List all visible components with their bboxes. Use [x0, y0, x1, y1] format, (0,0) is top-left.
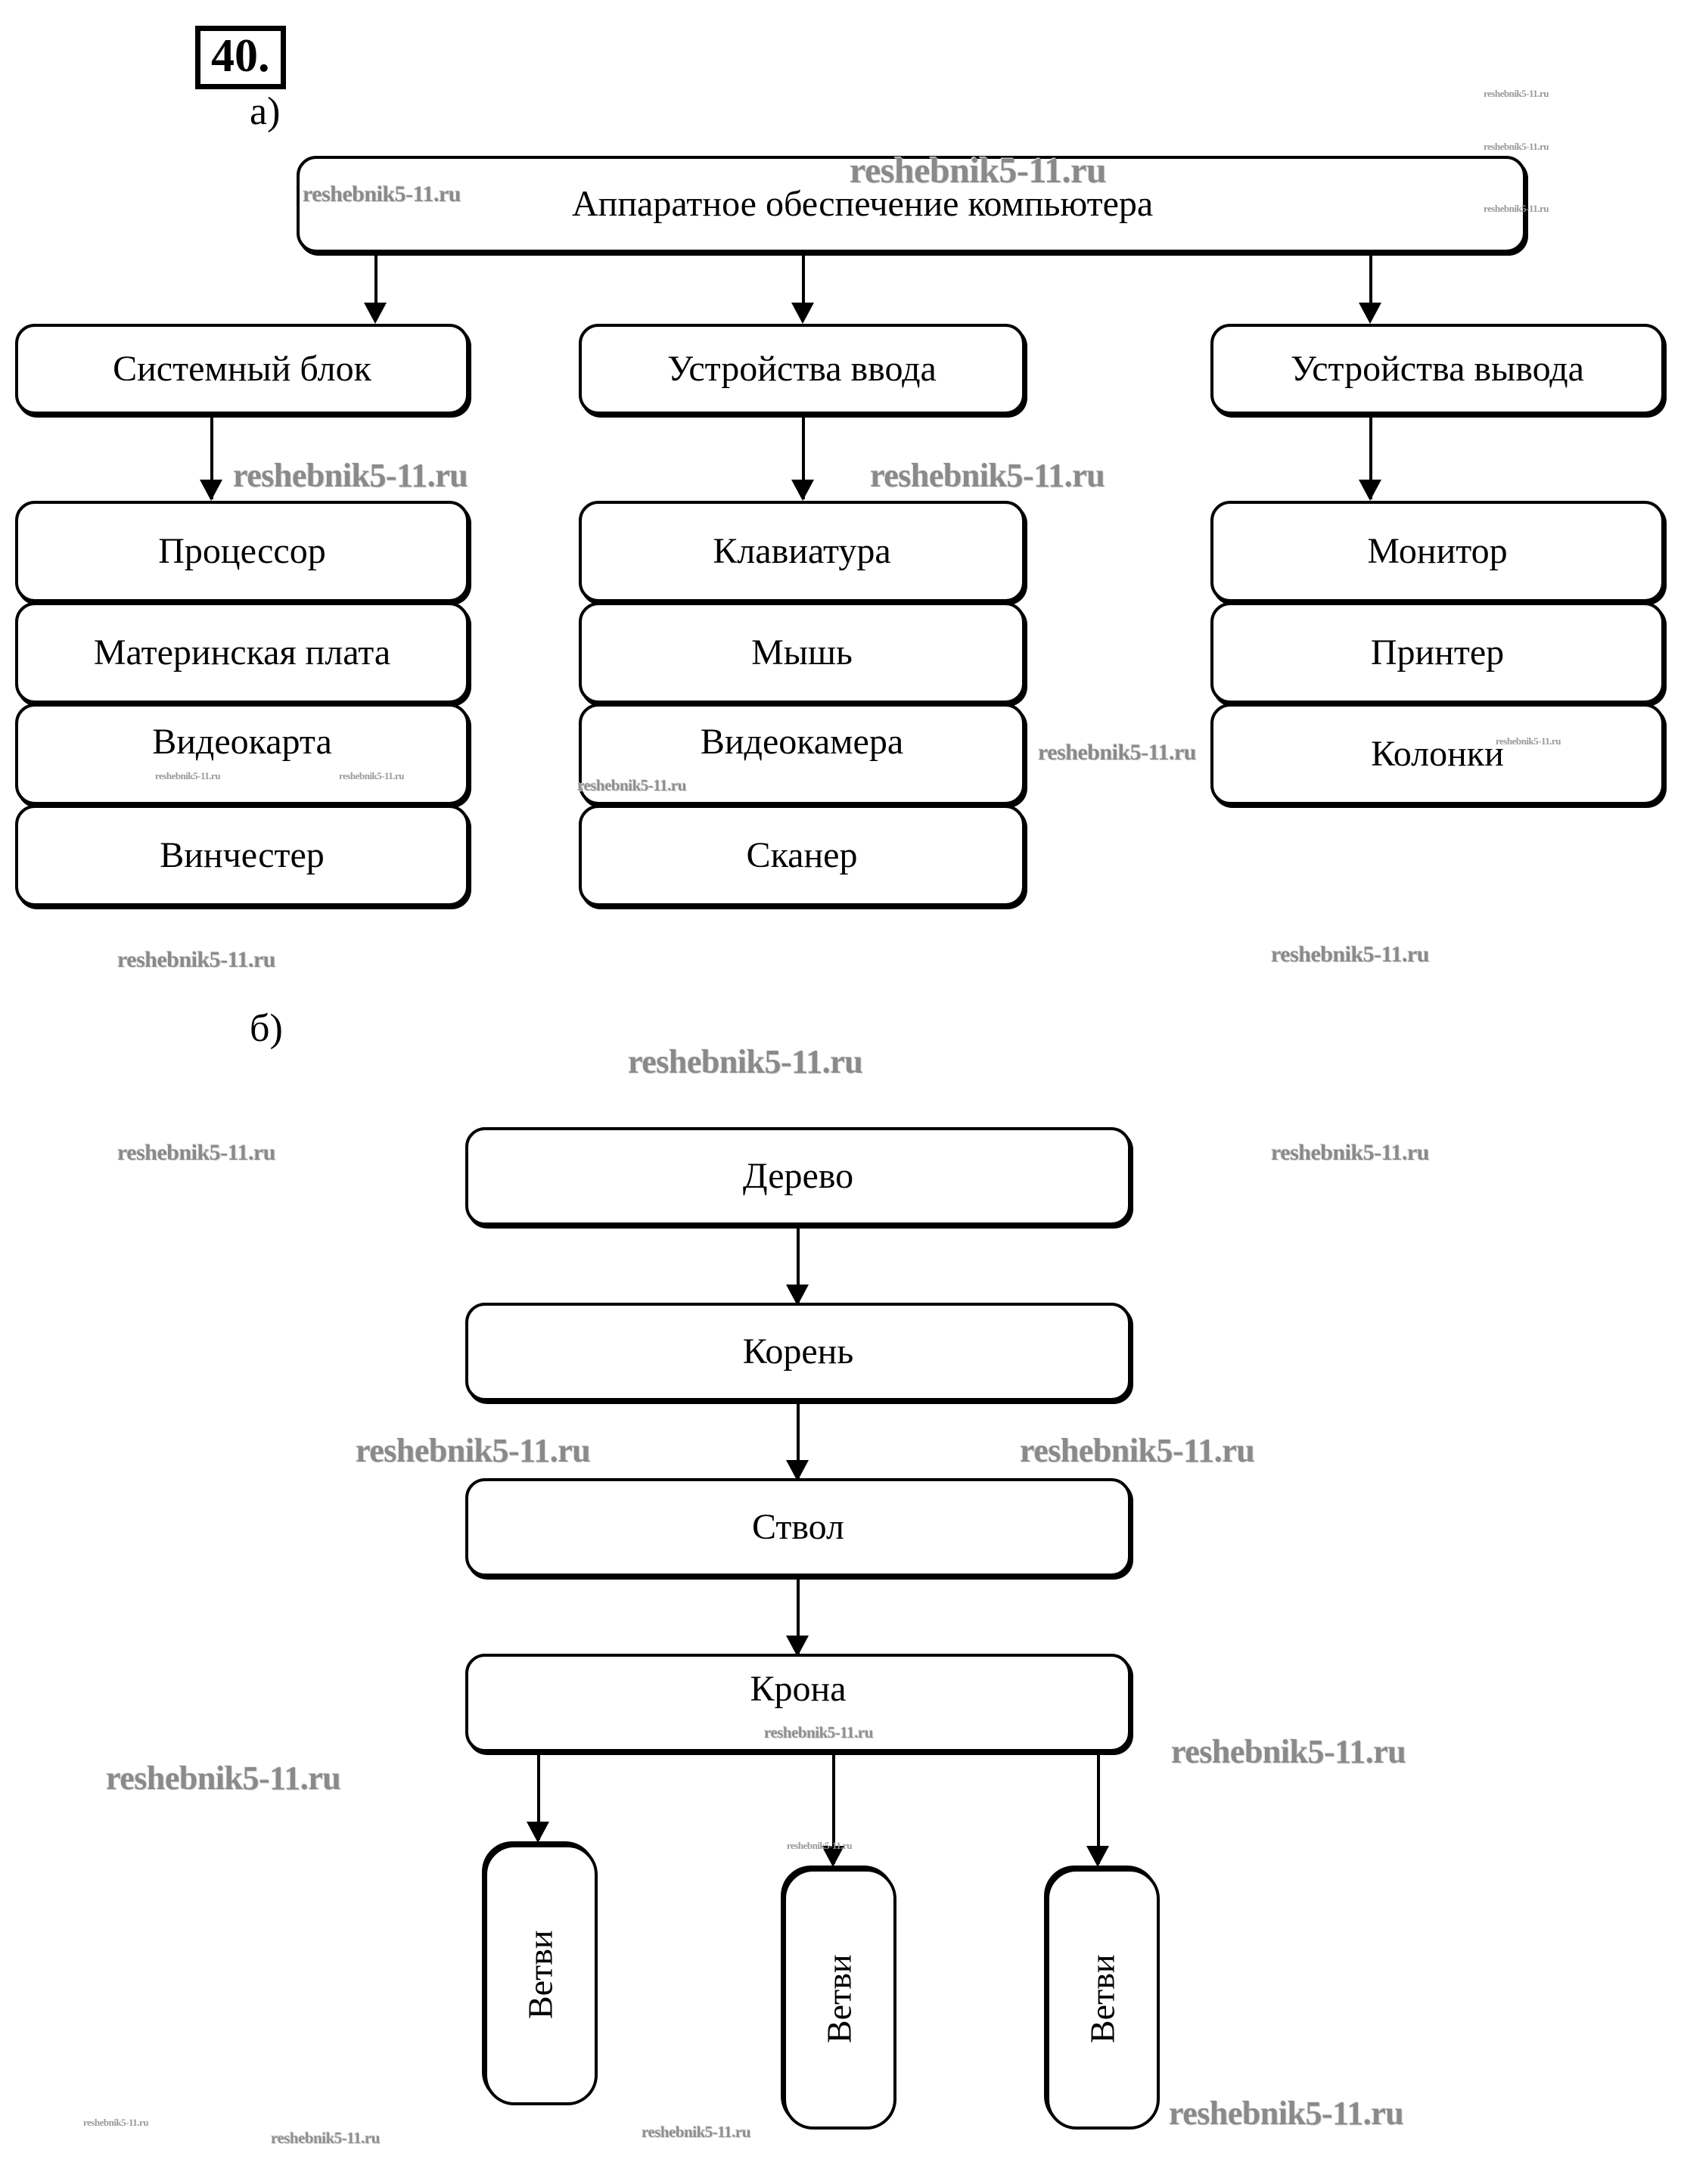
node-label: Устройства ввода [667, 348, 937, 389]
watermark: reshebnik5-11.ru [117, 947, 276, 972]
part-b-label: б) [250, 1007, 283, 1050]
watermark: reshebnik5-11.ru [1271, 942, 1430, 967]
node-tree-trunk: Ствол [465, 1478, 1131, 1577]
connector-tree-1-2 [797, 1401, 800, 1478]
arrowhead-crown-to-leaf1 [822, 1846, 844, 1867]
connector-b2-to-children [1369, 415, 1372, 499]
node-label: Дерево [742, 1155, 854, 1196]
node-label: Аппаратное обеспечение компьютера [572, 183, 1154, 224]
node-tree-root: Дерево [465, 1127, 1131, 1226]
node-root-hardware: Аппаратное обеспечение компьютера [297, 156, 1526, 253]
watermark: reshebnik5-11.ru [1484, 141, 1549, 152]
watermark: reshebnik5-11.ru [870, 457, 1105, 494]
node-tree-korin: Корень [465, 1303, 1131, 1401]
node-branch-leaf-0: Ветви [484, 1844, 598, 2105]
node-tree-crown: Крона [465, 1654, 1131, 1752]
arrowhead-tree-2-3 [786, 1636, 809, 1657]
node-label: Монитор [1367, 530, 1508, 571]
connector-crown-to-leaf2 [1097, 1752, 1100, 1864]
node-leaf-processor: Процессор [15, 501, 469, 602]
node-leaf-videocard: Видеокарта [15, 704, 469, 805]
watermark: reshebnik5-11.ru [1169, 2095, 1404, 2132]
connector-tree-0-1 [797, 1226, 800, 1303]
node-label: Видеокамера [700, 721, 904, 762]
node-leaf-mouse: Мышь [579, 602, 1025, 704]
node-leaf-harddrive: Винчестер [15, 805, 469, 906]
arrowhead-crown-to-leaf0 [527, 1822, 549, 1843]
connector-crown-to-leaf0 [537, 1752, 540, 1840]
node-label: Материнская плата [93, 632, 391, 673]
node-label: Клавиатура [713, 530, 891, 571]
node-label: Ветви [819, 1954, 859, 2044]
node-label: Ветви [1083, 1954, 1122, 2044]
connector-crown-to-leaf1 [832, 1752, 835, 1864]
node-label: Винчестер [160, 834, 325, 875]
node-leaf-scanner: Сканер [579, 805, 1025, 906]
arrowhead-b1-to-children [791, 480, 814, 501]
node-label: Колонки [1371, 733, 1504, 774]
watermark: reshebnik5-11.ru [233, 457, 468, 494]
connector-root-to-b0 [374, 253, 378, 316]
watermark: reshebnik5-11.ru [642, 2123, 750, 2141]
node-label: Системный блок [113, 348, 371, 389]
watermark: reshebnik5-11.ru [117, 1140, 276, 1165]
watermark: reshebnik5-11.ru [628, 1043, 863, 1080]
arrowhead-tree-1-2 [786, 1460, 809, 1481]
node-label: Принтер [1370, 632, 1505, 673]
node-leaf-speakers: Колонки [1210, 704, 1664, 805]
arrowhead-tree-0-1 [786, 1285, 809, 1306]
node-label: Крона [750, 1668, 847, 1709]
watermark: reshebnik5-11.ru [106, 1760, 341, 1797]
node-leaf-monitor: Монитор [1210, 501, 1664, 602]
watermark: reshebnik5-11.ru [271, 2129, 380, 2147]
node-label: Корень [742, 1331, 854, 1372]
node-branch-output-devices: Устройства вывода [1210, 324, 1664, 415]
arrowhead-b0-to-children [200, 480, 222, 501]
connector-root-to-b1 [802, 253, 805, 316]
node-leaf-videocamera: Видеокамера [579, 704, 1025, 805]
arrowhead-b2-to-children [1359, 480, 1381, 501]
part-a-label: а) [250, 90, 281, 133]
watermark: reshebnik5-11.ru [356, 1432, 591, 1469]
connector-b0-to-children [210, 415, 213, 499]
watermark: reshebnik5-11.ru [1020, 1432, 1255, 1469]
node-leaf-keyboard: Клавиатура [579, 501, 1025, 602]
node-branch-input-devices: Устройства ввода [579, 324, 1025, 415]
node-label: Сканер [746, 834, 858, 875]
connector-b1-to-children [802, 415, 805, 499]
node-leaf-printer: Принтер [1210, 602, 1664, 704]
node-leaf-motherboard: Материнская плата [15, 602, 469, 704]
watermark: reshebnik5-11.ru [1038, 740, 1197, 765]
arrowhead-root-to-b2 [1359, 303, 1381, 324]
watermark: reshebnik5-11.ru [1271, 1140, 1430, 1165]
node-label: Мышь [751, 632, 853, 673]
node-branch-system-unit: Системный блок [15, 324, 469, 415]
node-label: Процессор [158, 530, 326, 571]
arrowhead-crown-to-leaf2 [1086, 1846, 1109, 1867]
connector-root-to-b2 [1369, 253, 1372, 316]
arrowhead-root-to-b0 [364, 303, 387, 324]
node-label: Ствол [751, 1506, 844, 1547]
watermark: reshebnik5-11.ru [1484, 88, 1549, 99]
watermark: reshebnik5-11.ru [1171, 1733, 1406, 1770]
connector-tree-2-3 [797, 1577, 800, 1654]
node-label: Устройства вывода [1291, 348, 1584, 389]
node-branch-leaf-2: Ветви [1046, 1869, 1160, 2130]
watermark: reshebnik5-11.ru [83, 2117, 149, 2128]
node-label: Видеокарта [152, 721, 332, 762]
node-branch-leaf-1: Ветви [783, 1869, 896, 2130]
node-label: Ветви [520, 1930, 560, 2020]
arrowhead-root-to-b1 [791, 303, 814, 324]
exercise-number: 40. [195, 26, 286, 89]
